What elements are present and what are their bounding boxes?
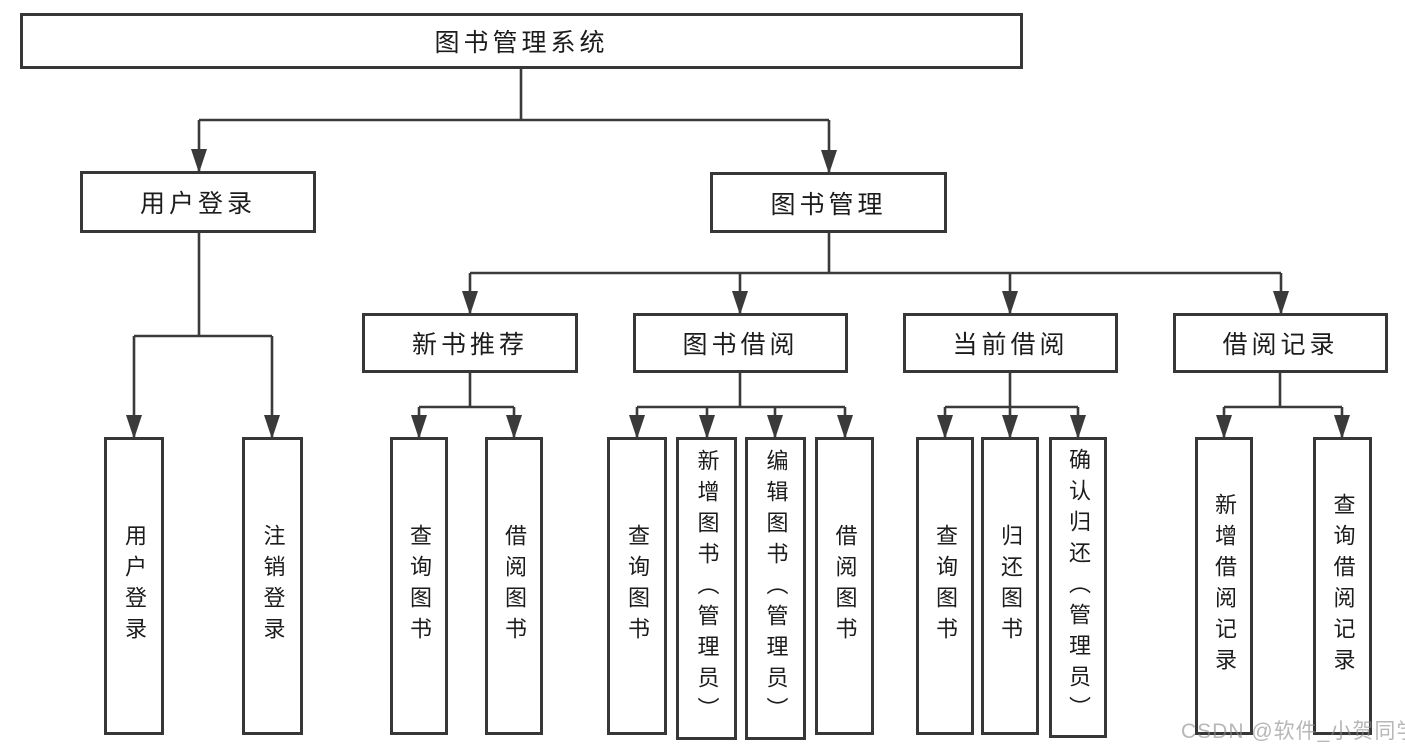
arrowhead-icon	[264, 415, 280, 439]
node-user-login: 用户登录	[80, 171, 316, 233]
leaf-label: 归还图书	[998, 524, 1023, 648]
leaf-bb-add-books-admin: 新增图书（管理员）	[676, 437, 737, 740]
leaf-cb-return-books: 归还图书	[981, 437, 1039, 735]
arrowhead-icon	[767, 415, 783, 439]
arrowhead-icon	[126, 415, 142, 439]
leaf-label: 查询图书	[407, 524, 432, 648]
arrowhead-icon	[1002, 415, 1018, 439]
leaf-br-add-record: 新增借阅记录	[1195, 437, 1253, 735]
node-book-management: 图书管理	[710, 172, 947, 233]
node-borrow-records: 借阅记录	[1173, 313, 1388, 373]
leaf-label: 查询图书	[933, 524, 958, 648]
leaf-label: 确认归还（管理员）	[1066, 448, 1091, 727]
arrowhead-icon	[821, 150, 837, 174]
arrowhead-icon	[837, 415, 853, 439]
arrowhead-icon	[1216, 415, 1232, 439]
arrowhead-icon	[191, 149, 207, 173]
leaf-br-query-record: 查询借阅记录	[1313, 437, 1372, 735]
arrowhead-icon	[699, 415, 715, 439]
arrowhead-icon	[1334, 415, 1350, 439]
leaf-label: 新增图书（管理员）	[694, 449, 720, 728]
leaf-cb-confirm-return-admin: 确认归还（管理员）	[1049, 437, 1107, 738]
node-new-book-recommend: 新书推荐	[362, 313, 578, 373]
leaf-logout: 注销登录	[242, 437, 303, 735]
leaf-bb-edit-books-admin: 编辑图书（管理员）	[745, 437, 806, 740]
tree-edges	[132, 69, 1344, 437]
leaf-nb-borrow-books: 借阅图书	[485, 437, 543, 735]
leaf-label: 借阅图书	[832, 524, 858, 648]
csdn-watermark: CSDN @软件_小贺同学	[1181, 720, 1405, 743]
arrowhead-icon	[1070, 415, 1086, 439]
leaf-user-login: 用户登录	[104, 437, 164, 735]
node-current-borrow: 当前借阅	[903, 313, 1118, 373]
arrowhead-icon	[411, 415, 427, 439]
leaf-label: 编辑图书（管理员）	[763, 449, 789, 728]
node-book-borrow: 图书借阅	[633, 313, 848, 373]
leaf-bb-query-books: 查询图书	[607, 437, 667, 735]
arrowhead-icon	[732, 291, 748, 315]
leaf-label: 查询借阅记录	[1330, 493, 1356, 679]
leaf-label: 查询图书	[625, 524, 650, 648]
arrowhead-icon	[506, 415, 522, 439]
leaf-nb-query-books: 查询图书	[390, 437, 448, 735]
node-root: 图书管理系统	[20, 13, 1023, 69]
leaf-bb-borrow-books: 借阅图书	[815, 437, 874, 735]
leaf-label: 用户登录	[122, 524, 147, 648]
leaf-label: 借阅图书	[502, 524, 527, 648]
leaf-label: 新增借阅记录	[1212, 493, 1237, 679]
arrowhead-icon	[629, 415, 645, 439]
arrowhead-icon	[462, 291, 478, 315]
leaf-label: 注销登录	[260, 524, 286, 648]
arrowhead-icon	[1002, 291, 1018, 315]
arrowhead-icon	[1273, 291, 1289, 315]
arrowhead-icon	[937, 415, 953, 439]
leaf-cb-query-books: 查询图书	[916, 437, 974, 735]
